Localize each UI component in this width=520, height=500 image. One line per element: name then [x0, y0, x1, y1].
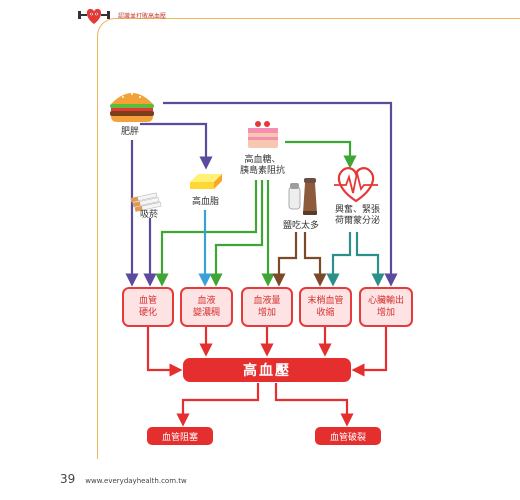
- hypertension-box: 高血壓: [183, 358, 351, 382]
- box-peripheral-constriction: 末梢血管收縮: [299, 287, 352, 327]
- label-salt: 鹽吃太多: [283, 221, 320, 231]
- box-blood-thickening: 血液變濃稠: [180, 287, 233, 327]
- header-title: 認識並打敗高血壓: [118, 12, 167, 20]
- page-header: 認識並打敗高血壓: [76, 4, 166, 26]
- box-blood-volume-line1: 血液量: [253, 296, 281, 306]
- label-stress-line1: 興奮、緊張: [335, 205, 381, 215]
- label-stress-line2: 荷爾蒙分泌: [335, 216, 381, 226]
- outcome-vessel-blockage: 血管阻塞: [147, 427, 213, 445]
- box-cardiac-output: 心臟輸出增加: [359, 287, 413, 327]
- box-blood-volume: 血液量增加: [241, 287, 293, 327]
- website-url: www.everydayhealth.com.tw: [85, 477, 187, 485]
- box-cardiac-output-line1: 心臟輸出: [367, 296, 404, 306]
- butter-icon: [190, 174, 222, 189]
- box-cardiac-output-line2: 增加: [376, 308, 395, 318]
- label-hyperglycemia-line1: 高血糖、: [244, 155, 281, 165]
- burger-icon: [110, 93, 154, 122]
- label-smoking: 吸菸: [140, 210, 159, 220]
- label-stress: 興奮、緊張 荷爾蒙分泌: [335, 205, 380, 227]
- mascot-logo: [78, 8, 110, 24]
- cigarettes-icon: [130, 192, 162, 212]
- box-blood-thickening-line2: 變濃稠: [192, 308, 220, 318]
- label-obesity: 肥胖: [121, 127, 140, 137]
- box-peripheral-line1: 末梢血管: [307, 296, 344, 306]
- label-hyperglycemia-line2: 胰島素阻抗: [240, 166, 286, 176]
- box-peripheral-line2: 收縮: [316, 308, 335, 318]
- box-blood-volume-line2: 增加: [257, 308, 276, 318]
- salt-pepper-icon: [288, 178, 317, 215]
- label-hyperglycemia: 高血糖、 胰島素阻抗: [240, 155, 285, 177]
- box-vessel-hardening-line2: 硬化: [138, 308, 157, 318]
- box-vessel-hardening-line1: 血管: [138, 296, 157, 306]
- box-blood-thickening-line1: 血液: [197, 296, 216, 306]
- page-border: [97, 18, 520, 459]
- heartbeat-icon: [334, 167, 378, 203]
- label-high-fat: 高血脂: [192, 197, 220, 207]
- cake-icon: [248, 121, 278, 148]
- outcome-vessel-rupture: 血管破裂: [315, 427, 381, 445]
- box-vessel-hardening: 血管硬化: [122, 287, 174, 327]
- page-number: 39: [60, 472, 76, 486]
- page-footer: 39 www.everydayhealth.com.tw: [60, 472, 187, 486]
